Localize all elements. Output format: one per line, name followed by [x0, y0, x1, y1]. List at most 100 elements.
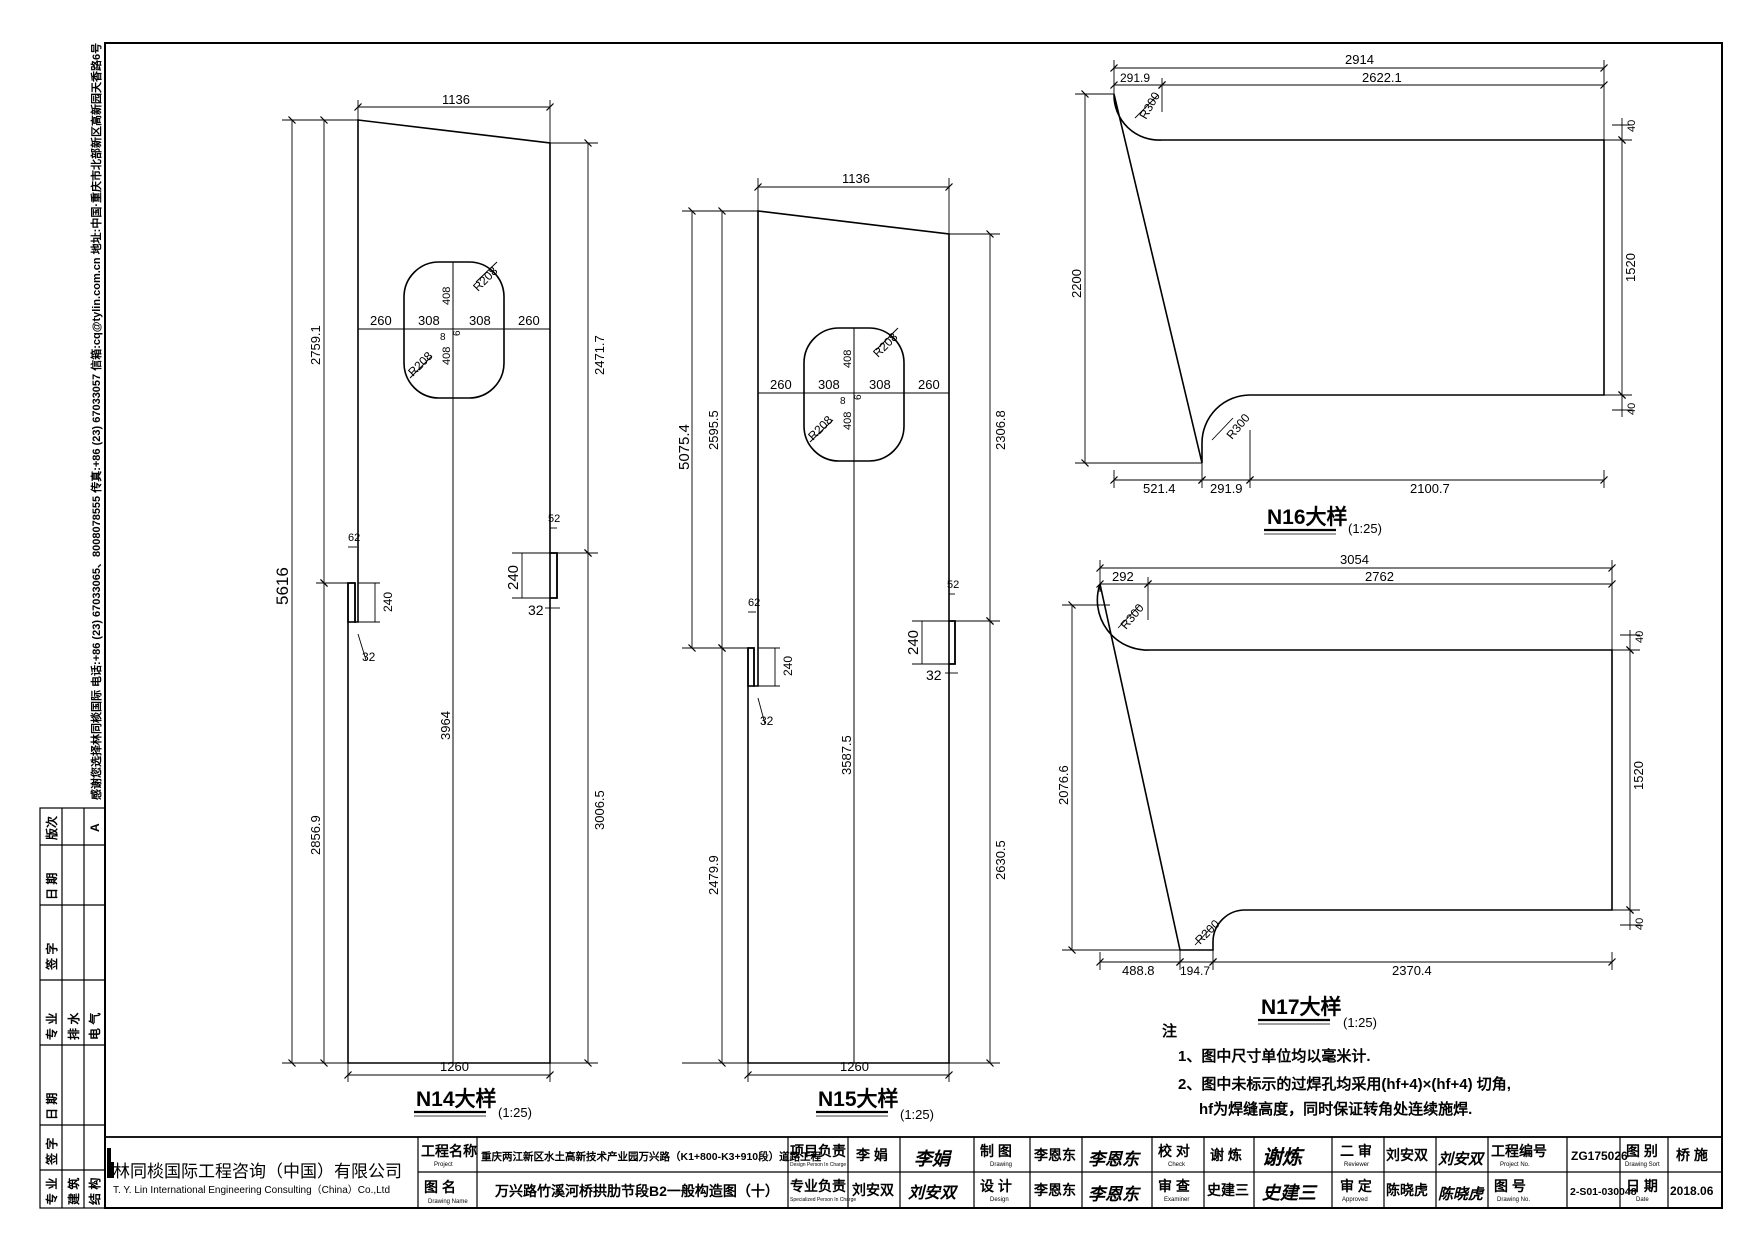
n17-dim-bot-a: 488.8 [1122, 963, 1155, 978]
sp-label: 专业负责 [790, 1178, 846, 1194]
date-value: 2018.06 [1670, 1184, 1714, 1198]
n16-dim-top: 2914 [1345, 52, 1374, 67]
n14-dim-h1: 260 [370, 313, 392, 328]
n17-title: N17大样 [1261, 995, 1342, 1019]
sp-name: 刘安双 [852, 1182, 894, 1198]
appr-label-en: Approved [1342, 1197, 1368, 1203]
note-3: hf为焊缝高度，同时保证转角处连续施焊. [1199, 1100, 1472, 1118]
n16-outline [1113, 93, 1605, 464]
note-1: 1、图中尺寸单位均以毫米计. [1178, 1047, 1371, 1065]
n14-dim-h4: 308 [469, 313, 491, 328]
n15-dim-slot-left-h: 240 [781, 656, 795, 676]
n15-dim-right-lower: 2630.5 [993, 840, 1008, 880]
rev-sign1: 签 字 [44, 943, 59, 971]
n17-outline [1096, 583, 1613, 951]
n16-scale: (1:25) [1348, 521, 1382, 536]
company-name-cn: 林同棪国际工程咨询（中国）有限公司 [113, 1162, 402, 1181]
pm-label-en: Design Person In Charge [790, 1162, 846, 1168]
check-signature: 谢炼 [1262, 1146, 1305, 1169]
check-name: 谢 炼 [1210, 1147, 1242, 1163]
rev-label-en: Reviewer [1344, 1162, 1369, 1168]
n14-dim-slot-left-w: 62 [348, 532, 360, 544]
exam-name: 史建三 [1207, 1182, 1249, 1198]
rev-date2: 日 期 [44, 1093, 59, 1120]
n16-dimension-text: 2914 291.9 2622.1 521.4 291.9 2100.7 220… [1069, 52, 1638, 496]
n14-dim-slot-left-t: 32 [362, 650, 376, 664]
n14-dim-slot-right-w: 52 [548, 513, 560, 525]
n14-cutout [403, 261, 505, 399]
sp-signature: 刘安双 [908, 1184, 959, 1202]
n14-dim-total-h: 5616 [273, 567, 292, 605]
n17-dim-top-a: 292 [1112, 569, 1134, 584]
drawno-label: 图 号 [1494, 1178, 1526, 1194]
n15-dimensions [682, 178, 1000, 1082]
n15-dim-center: 3587.5 [839, 735, 854, 775]
n15-dim-v3: 408 [842, 412, 854, 430]
n17-dim-left-h: 2076.6 [1056, 765, 1071, 805]
n15-dim-r2: R208 [805, 413, 835, 443]
n17-dim-right-bot: 40 [1634, 918, 1646, 930]
check-label: 校 对 [1158, 1143, 1190, 1159]
n15-dim-v1: 408 [842, 350, 854, 368]
appr-name: 陈晓虎 [1386, 1182, 1428, 1198]
n14-dim-right-lower: 3006.5 [592, 790, 607, 830]
pm-signature: 李娟 [914, 1149, 953, 1169]
n15-slot-right [948, 620, 956, 665]
n17-dim-right-h: 1520 [1631, 761, 1646, 790]
n14-dim-r1: R208 [470, 264, 500, 294]
n14-dim-left-lower: 2856.9 [308, 815, 323, 855]
note-2: 2、图中未标示的过焊孔均采用(hf+4)×(hf+4) 切角, [1178, 1075, 1511, 1093]
n17-dim-right-top: 40 [1634, 631, 1646, 643]
notes-heading: 注 [1162, 1022, 1177, 1040]
rev-disciplines2: 专 业 [44, 1178, 59, 1205]
n16-dim-top-a: 291.9 [1120, 71, 1150, 85]
n15-scale: (1:25) [900, 1107, 934, 1122]
company-logo [107, 1148, 114, 1178]
n15-dim-left-lower: 2479.9 [706, 855, 721, 895]
n14-dim-h5: 260 [518, 313, 540, 328]
n17-dim-bot-b: 194.7 [1180, 964, 1210, 978]
n14-dim-v2: 6 [452, 330, 463, 336]
appr-signature: 陈晓虎 [1438, 1185, 1485, 1203]
n16-dim-right-bot: 40 [1626, 403, 1638, 415]
pm-label: 项目负责 [790, 1143, 846, 1159]
rev-name: 刘安双 [1386, 1147, 1428, 1163]
sp-label-en: Specialized Person In Charge [790, 1197, 856, 1203]
draw-label-en: Drawing [990, 1162, 1012, 1168]
drawno-label-en: Drawing No. [1497, 1197, 1530, 1203]
project-label: 工程名称 [421, 1143, 477, 1159]
n17-dim-top: 3054 [1340, 552, 1369, 567]
n15-dim-slot-left-w: 62 [748, 597, 760, 609]
n17-dim-top-b: 2762 [1365, 569, 1394, 584]
n15-dim-v2: 6 [853, 394, 864, 400]
detail-n15 [747, 210, 956, 1064]
n14-dimensions [282, 100, 598, 1082]
n16-dim-bot-a: 521.4 [1143, 481, 1176, 496]
n15-outline [747, 210, 956, 1064]
n14-dim-h2: 308 [418, 313, 440, 328]
drawing-label: 图 名 [424, 1179, 456, 1195]
design-name: 李恩东 [1033, 1182, 1076, 1198]
n15-dim-slot-right-h: 240 [905, 630, 922, 655]
n14-dim-v1: 408 [441, 287, 453, 305]
n15-dim-h3: 8 [840, 396, 846, 407]
n14-dim-r2: R208 [405, 349, 435, 379]
rev-signature: 刘安双 [1438, 1151, 1485, 1168]
n15-dim-left-upper: 2595.5 [706, 410, 721, 450]
pm-name: 李 娟 [855, 1147, 888, 1163]
n14-dim-left-upper: 2759.1 [308, 325, 323, 365]
n15-dim-bottom: 1260 [840, 1059, 869, 1074]
n15-dim-top: 1136 [842, 171, 870, 186]
n15-dim-h1: 260 [770, 377, 792, 392]
check-label-en: Check [1168, 1162, 1186, 1168]
margin-contact-text: 感谢您选择林同棪国际 电话:+86 (23) 67033065、80080785… [89, 43, 103, 800]
projno-value: ZG175026 [1571, 1149, 1628, 1163]
n14-dim-center: 3964 [438, 711, 453, 740]
notes: 注 1、图中尺寸单位均以毫米计. 2、图中未标示的过焊孔均采用(hf+4)×(h… [1162, 1022, 1511, 1118]
n15-dim-h2: 308 [818, 377, 840, 392]
date-label: 日 期 [1626, 1178, 1658, 1194]
exam-label-en: Examiner [1164, 1197, 1189, 1203]
n15-dim-slot-left-t: 32 [760, 714, 774, 728]
n14-title: N14大样 [416, 1087, 497, 1111]
